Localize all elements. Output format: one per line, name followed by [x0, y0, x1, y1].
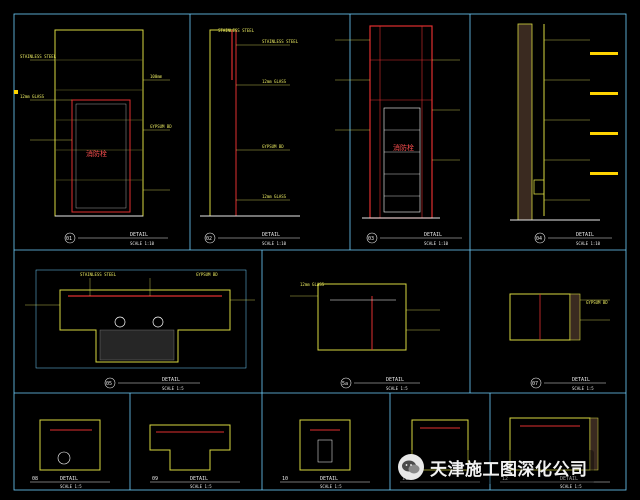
title-block-02: 02 DETAIL SCALE 1:10 [204, 232, 300, 246]
title-block-08: 08 DETAIL SCALE 1:5 [30, 476, 110, 489]
svg-text:DETAIL: DETAIL [424, 232, 442, 238]
title-block-07: 07 DETAIL SCALE 1:5 [530, 377, 606, 391]
svg-text:5a: 5a [342, 381, 348, 387]
title-block-04: 04 DETAIL SCALE 1:10 [534, 232, 612, 246]
material-callouts: STAINLESS STEEL 12mm GLASS GYPSUM BD [218, 28, 608, 305]
detail-07-section [509, 293, 610, 341]
svg-text:SCALE 1:10: SCALE 1:10 [424, 241, 449, 246]
svg-text:12mm GLASS: 12mm GLASS [262, 194, 287, 199]
title-block-5a: 5a DETAIL SCALE 1:5 [340, 377, 420, 391]
callout-gypsum: GYPSUM BD [586, 300, 608, 305]
svg-text:SCALE 1:10: SCALE 1:10 [262, 241, 287, 246]
sheet-border [13, 13, 627, 491]
svg-text:03: 03 [368, 236, 374, 242]
svg-text:01: 01 [66, 236, 72, 242]
panel-frames [13, 13, 627, 491]
svg-text:05: 05 [106, 381, 112, 387]
detail-01-note: 消防栓 [86, 149, 107, 158]
svg-text:DETAIL: DETAIL [576, 232, 594, 238]
svg-text:DETAIL: DETAIL [572, 377, 590, 383]
svg-text:DETAIL: DETAIL [130, 232, 148, 238]
svg-text:STAINLESS STEEL: STAINLESS STEEL [262, 39, 299, 44]
title-block-09: 09 DETAIL SCALE 1:5 [150, 476, 240, 489]
title-block-05: 05 DETAIL SCALE 1:5 [104, 377, 200, 391]
detail-09-section [149, 424, 231, 471]
detail-12-section [509, 417, 599, 471]
svg-text:SCALE 1:5: SCALE 1:5 [60, 484, 82, 489]
svg-text:08: 08 [32, 476, 38, 482]
svg-text:09: 09 [152, 476, 158, 482]
svg-text:10: 10 [282, 476, 288, 482]
svg-text:100mm: 100mm [150, 74, 163, 79]
svg-text:12mm GLASS: 12mm GLASS [262, 79, 287, 84]
svg-text:02: 02 [206, 236, 212, 242]
detail-11-section [411, 419, 469, 471]
svg-text:SCALE 1:5: SCALE 1:5 [386, 386, 408, 391]
callout-stainless: STAINLESS STEEL [218, 28, 255, 33]
svg-text:SCALE 1:5: SCALE 1:5 [162, 386, 184, 391]
detail-01-elevation: STAINLESS STEEL 12mm GLASS 100mm GYPSUM … [14, 29, 172, 217]
watermark-text: 天津施工图深化公司 [430, 459, 588, 480]
svg-text:04: 04 [536, 236, 542, 242]
watermark: 天津施工图深化公司 [392, 450, 594, 484]
svg-text:SCALE 1:5: SCALE 1:5 [572, 386, 594, 391]
detail-08-section [39, 419, 101, 471]
detail-02-section: STAINLESS STEEL 12mm GLASS GYPSUM BD 12m… [200, 29, 300, 217]
svg-text:SCALE 1:10: SCALE 1:10 [130, 241, 155, 246]
svg-text:12: 12 [502, 476, 508, 482]
svg-text:SCALE 1:5: SCALE 1:5 [320, 484, 342, 489]
detail-05-plan: STAINLESS STEEL GYPSUM BD [25, 269, 255, 369]
svg-text:07: 07 [532, 381, 538, 387]
svg-text:GYPSUM BD: GYPSUM BD [262, 144, 284, 149]
svg-text:12mm GLASS: 12mm GLASS [20, 94, 45, 99]
detail-10-section [299, 419, 351, 471]
svg-text:DETAIL: DETAIL [190, 476, 208, 482]
svg-text:DETAIL: DETAIL [262, 232, 280, 238]
detail-03-elevation: 消防栓 [335, 25, 460, 219]
svg-text:STAINLESS STEEL: STAINLESS STEEL [20, 54, 57, 59]
svg-text:DETAIL: DETAIL [560, 476, 578, 482]
title-block-10: 10 DETAIL SCALE 1:5 [280, 476, 370, 489]
detail-5a-section [290, 283, 440, 351]
detail-03-note: 消防栓 [393, 143, 414, 152]
title-block-03: 03 DETAIL SCALE 1:10 [366, 232, 462, 246]
svg-text:DETAIL: DETAIL [386, 377, 404, 383]
svg-text:SCALE 1:5: SCALE 1:5 [560, 484, 582, 489]
svg-text:DETAIL: DETAIL [162, 377, 180, 383]
detail-04-section [510, 23, 618, 221]
svg-text:SCALE 1:10: SCALE 1:10 [576, 241, 601, 246]
svg-text:GYPSUM BD: GYPSUM BD [196, 272, 218, 277]
svg-text:STAINLESS STEEL: STAINLESS STEEL [80, 272, 117, 277]
svg-text:SCALE 1:5: SCALE 1:5 [190, 484, 212, 489]
svg-text:DETAIL: DETAIL [60, 476, 78, 482]
svg-text:GYPSUM BD: GYPSUM BD [150, 124, 172, 129]
svg-text:DETAIL: DETAIL [320, 476, 338, 482]
title-block-12: 12 DETAIL SCALE 1:5 [500, 476, 610, 489]
wechat-icon [398, 454, 424, 480]
title-block-01: 01 DETAIL SCALE 1:10 [64, 232, 168, 246]
callout-glass: 12mm GLASS [300, 282, 325, 287]
